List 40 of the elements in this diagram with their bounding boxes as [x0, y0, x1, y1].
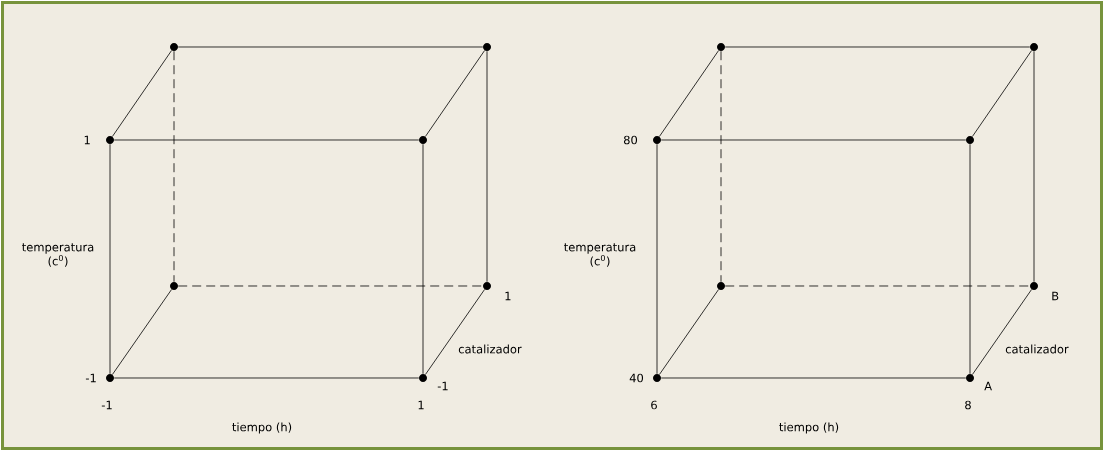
axis-title: temperatura (c$^{0}$) — [564, 243, 636, 267]
cube-edge — [972, 50, 1032, 137]
axis-title: tiempo (h) — [779, 422, 839, 434]
cube-edge — [660, 377, 967, 379]
axis-value: A — [984, 381, 992, 391]
cube-edge — [177, 46, 484, 48]
cube-edge — [425, 50, 486, 137]
cube-edge — [113, 377, 420, 379]
cube-edge — [724, 46, 1031, 48]
axis-value: 1 — [505, 291, 511, 301]
axis-value: 6 — [651, 400, 657, 410]
axis-value: 80 — [623, 135, 638, 145]
axis-value: 40 — [629, 373, 644, 383]
dashed-line — [173, 50, 175, 283]
axis-title: catalizador — [1005, 344, 1069, 354]
cube-edge — [660, 139, 967, 141]
cube-edge — [969, 143, 971, 375]
cube-edge — [659, 289, 719, 375]
cube-edge — [111, 50, 172, 137]
cube-edge — [109, 143, 111, 375]
cube-edge — [656, 143, 658, 375]
cube-edge — [113, 139, 420, 141]
cube-edge — [486, 50, 488, 283]
axis-title: catalizador — [458, 344, 522, 354]
axis-value: -1 — [437, 381, 448, 391]
cube-edge — [112, 289, 172, 375]
axis-title: tiempo (h) — [232, 422, 292, 434]
cube-edge — [422, 143, 424, 375]
axis-value: -1 — [85, 373, 96, 383]
axis-value: 1 — [84, 135, 90, 145]
cube-edge — [1033, 50, 1035, 283]
axis-value: 1 — [418, 400, 424, 410]
cube-edge — [972, 289, 1032, 375]
cube-edge — [659, 50, 720, 137]
axis-value: 8 — [965, 400, 971, 410]
cube-edge — [425, 289, 485, 375]
dashed-line — [720, 50, 722, 283]
axis-title: temperatura (c$^{0}$) — [22, 243, 94, 267]
axis-value: B — [1052, 291, 1059, 301]
axis-value: -1 — [101, 400, 112, 410]
